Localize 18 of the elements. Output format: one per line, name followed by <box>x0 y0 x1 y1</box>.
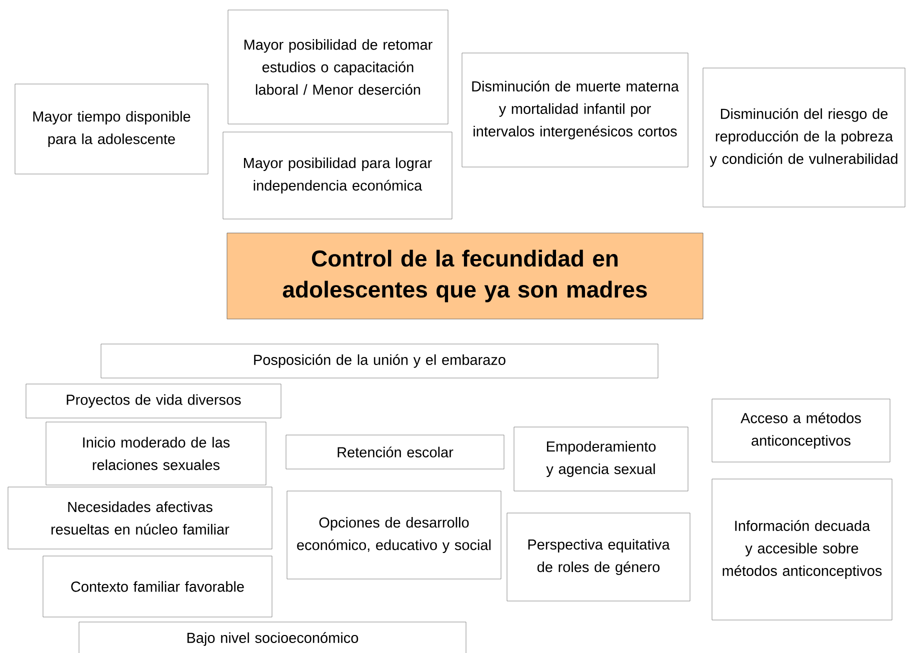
text-box: Posposición de la unión y el embarazo <box>100 344 658 378</box>
text-box: Mayor posibilidad de retomar estudios o capacitación laboral / Menor deserción <box>228 10 448 124</box>
text-box: Proyectos de vida diversos <box>26 384 282 418</box>
text-box: Disminución de muerte materna y mortalidad infantil por intervalos intergenésicos cortos <box>462 52 688 168</box>
text-box: Bajo nivel socioeconómico <box>78 622 466 653</box>
text-box: Acceso a métodos anticonceptivos <box>712 398 890 462</box>
text-box: Mayor posibilidad para lograr independencia económica <box>222 132 452 220</box>
text-box: Opciones de desarrollo económico, educativo y social <box>286 490 502 580</box>
text-box: Contexto familiar favorable <box>42 556 272 618</box>
text-box: Mayor tiempo disponible para la adolescente <box>14 84 208 174</box>
text-box: Inicio moderado de las relaciones sexuales <box>46 422 266 486</box>
text-box: Información decuada y accesible sobre métodos anticonceptivos <box>712 478 892 620</box>
title-box: Control de la fecundidad en adolescentes que ya son madres <box>226 232 704 320</box>
text-box: Disminución del riesgo de reproducción de la pobreza y condición de vulnerabilidad <box>702 68 906 208</box>
text-box: Retención escolar <box>286 434 504 470</box>
text-box: Perspectiva equitativa de roles de género <box>506 512 690 602</box>
text-box: Necesidades afectivas resueltas en núcleo familiar <box>8 486 272 550</box>
text-box: Empoderamiento y agencia sexual <box>514 426 688 492</box>
